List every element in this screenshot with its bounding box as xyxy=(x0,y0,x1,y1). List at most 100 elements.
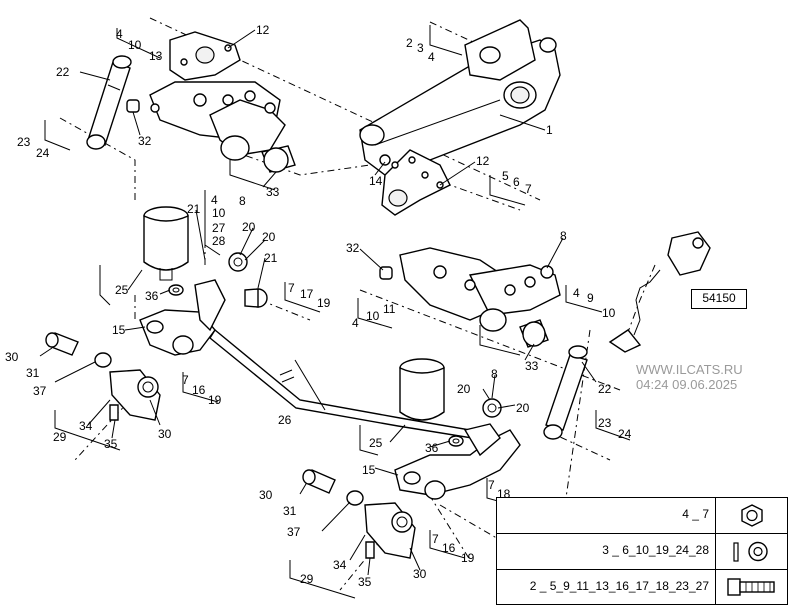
washer-36-left xyxy=(168,284,184,296)
callout-20-b: 20 xyxy=(262,230,276,244)
callout-8-low: 8 xyxy=(491,367,498,381)
legend-row-washer: 3 _ 6_10_19_24_28 xyxy=(497,534,787,570)
callout-37-left: 37 xyxy=(33,384,47,398)
legend-row-nut-text: 4 _ 7 xyxy=(682,507,709,521)
group-2-3-4-a: 2 xyxy=(406,36,413,50)
callout-36-right: 36 xyxy=(425,441,439,455)
callout-28: 28 xyxy=(212,234,226,248)
callout-22-right: 22 xyxy=(598,382,612,396)
callout-33-mid: 33 xyxy=(525,359,539,373)
legend-row-bolt: 2 _ 5_9_11_13_16_17_18_23_27 xyxy=(497,570,787,606)
callout-20-d: 20 xyxy=(516,401,530,415)
callout-32-mid: 32 xyxy=(346,241,360,255)
group-7-17-19-a: 7 xyxy=(288,281,295,295)
callout-14: 14 xyxy=(369,174,383,188)
air-spring-25-right xyxy=(399,358,445,421)
callout-34-left: 34 xyxy=(79,419,93,433)
reference-box: 54150 xyxy=(691,289,747,309)
callout-33-top: 33 xyxy=(266,185,280,199)
bolt-14 xyxy=(379,154,399,169)
group-4-10-11-b: 10 xyxy=(366,309,380,323)
group-4-10-11-c: 11 xyxy=(383,302,396,316)
callout-12-mid: 12 xyxy=(476,154,490,168)
washer-icon xyxy=(715,534,787,569)
group-7-17-19-c: 19 xyxy=(317,296,331,310)
callout-35-lower: 35 xyxy=(358,575,372,589)
legend-row-nut: 4 _ 7 xyxy=(497,498,787,534)
group-4-10-27-a: 4 xyxy=(211,193,218,207)
group-7-16-19b-c: 19 xyxy=(461,551,475,565)
main-frame-arm xyxy=(359,19,561,176)
group-4-9-10-a: 4 xyxy=(573,286,580,300)
callout-30-d: 30 xyxy=(413,567,427,581)
callout-37-lower: 37 xyxy=(287,525,301,539)
group-4-10-27-b: 10 xyxy=(212,206,226,220)
callout-29-lower: 29 xyxy=(300,572,314,586)
upper-bracket-assembly xyxy=(149,81,286,161)
callout-20-a: 20 xyxy=(242,220,256,234)
callout-30-a: 30 xyxy=(5,350,19,364)
group-4-10-13-a: 4 xyxy=(116,27,123,41)
group-7-17-19-b: 17 xyxy=(300,287,314,301)
legend-row-washer-text: 3 _ 6_10_19_24_28 xyxy=(602,543,709,557)
group-7-16-19a-c: 19 xyxy=(208,393,222,407)
air-spring-25-left xyxy=(143,206,189,281)
pin-31-left xyxy=(45,332,79,356)
group-7-16-19a-a: 7 xyxy=(182,373,189,387)
callout-1: 1 xyxy=(546,123,553,137)
group-number-labels: 4 10 13 2 3 4 23 24 5 6 7 4 10 27 7 17 1… xyxy=(17,27,632,565)
group-23-24-top-b: 24 xyxy=(36,146,50,160)
group-2-3-4-c: 4 xyxy=(428,50,435,64)
callout-30-c: 30 xyxy=(259,488,273,502)
nut-20-left xyxy=(228,252,248,272)
leader-lines xyxy=(39,29,597,576)
washer-36-right xyxy=(448,435,464,447)
callout-12-top: 12 xyxy=(256,23,270,37)
callout-25-left: 25 xyxy=(115,283,129,297)
group-4-10-27-c: 27 xyxy=(212,221,226,235)
lower-link-15-right xyxy=(394,423,521,500)
callout-35-left: 35 xyxy=(104,437,118,451)
legend-row-bolt-text: 2 _ 5_9_11_13_16_17_18_23_27 xyxy=(529,579,709,593)
callout-36-left: 36 xyxy=(145,289,159,303)
bushing-37-left xyxy=(94,352,112,368)
callout-29-left: 29 xyxy=(53,430,67,444)
nut-20-right xyxy=(482,398,502,418)
bushing-33-right xyxy=(519,319,549,348)
watermark: WWW.ILCATS.RU 04:24 09.06.2025 xyxy=(636,362,776,392)
group-7-18-19-a: 7 xyxy=(488,478,495,492)
watermark-site: WWW.ILCATS.RU xyxy=(636,362,743,377)
group-7-16-19b-b: 16 xyxy=(442,541,456,555)
bracket-12-top xyxy=(169,31,241,81)
callout-31-left: 31 xyxy=(26,366,40,380)
group-2-3-4-b: 3 xyxy=(417,41,424,55)
callout-15-left: 15 xyxy=(112,323,126,337)
callout-21-a: 21 xyxy=(187,202,201,216)
group-5-6-7-b: 6 xyxy=(513,175,520,189)
callout-26: 26 xyxy=(278,413,292,427)
bushing-21-left xyxy=(244,288,268,308)
callout-31-lower: 31 xyxy=(283,504,297,518)
shock-absorber-22-left xyxy=(86,55,132,150)
bracket-29-left xyxy=(109,369,161,421)
callout-30-b: 30 xyxy=(158,427,172,441)
group-4-10-13-c: 13 xyxy=(149,49,163,63)
bushing-33-top xyxy=(261,145,296,173)
nut-32-top xyxy=(126,99,140,113)
callout-22-left: 22 xyxy=(56,65,70,79)
callout-21-b: 21 xyxy=(264,251,278,265)
bolt-icon xyxy=(715,570,787,605)
group-7-16-19b-a: 7 xyxy=(432,532,439,546)
group-4-10-11-a: 4 xyxy=(352,316,359,330)
callout-15-right: 15 xyxy=(362,463,376,477)
callout-labels: 1 12 12 14 8 8 8 22 22 32 32 33 33 21 21… xyxy=(5,23,612,589)
level-sensor-assembly xyxy=(608,231,711,353)
group-4-9-10-c: 10 xyxy=(602,306,616,320)
lower-link-15-left xyxy=(139,279,226,356)
pin-31-lower xyxy=(302,469,336,494)
callout-32-top: 32 xyxy=(138,134,152,148)
group-7-16-19a-b: 16 xyxy=(192,383,206,397)
bracket-12-lower xyxy=(381,149,451,216)
group-4-10-13-b: 10 xyxy=(128,38,142,52)
